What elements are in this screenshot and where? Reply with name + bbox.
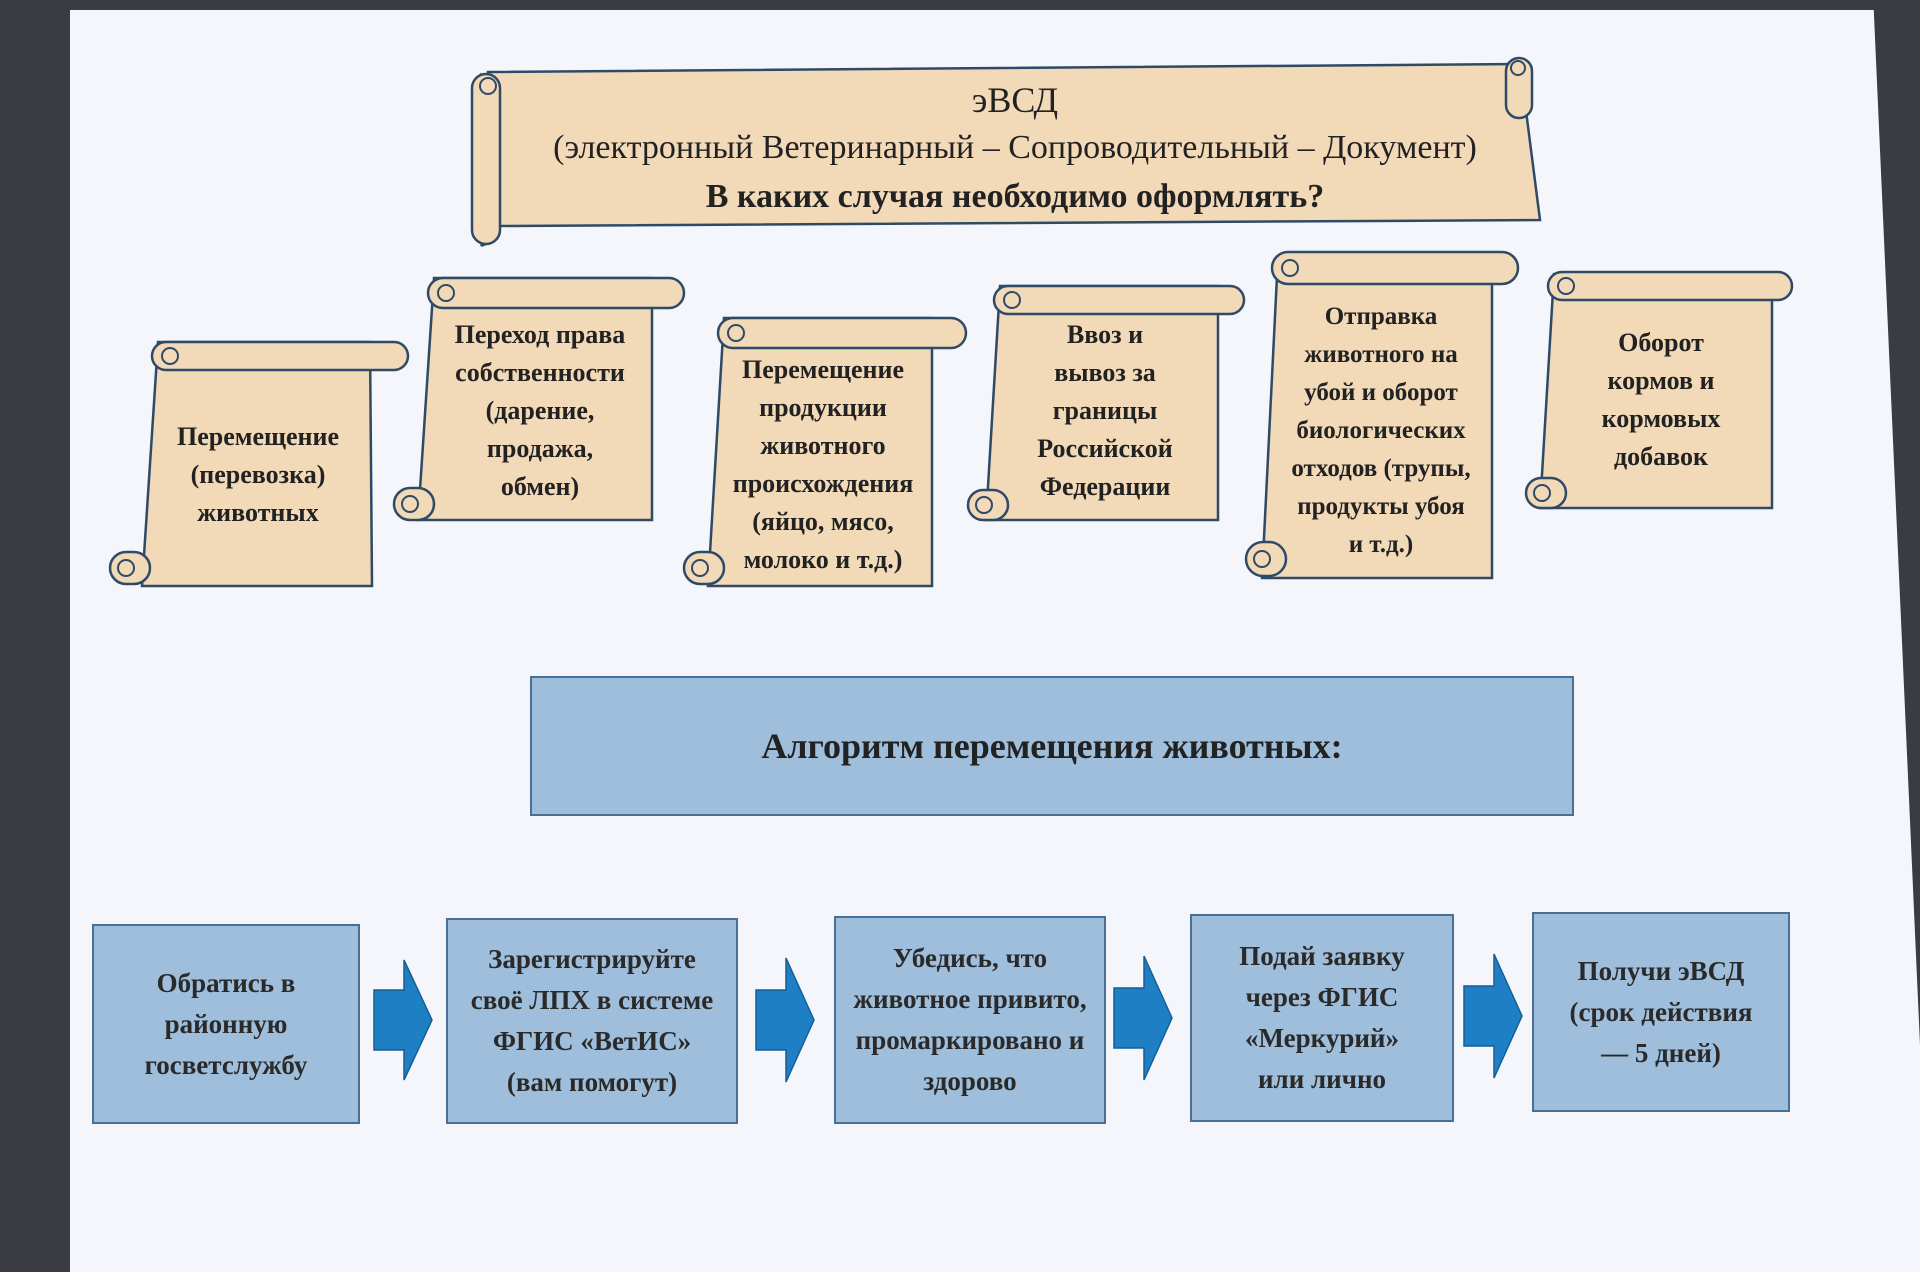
arrow-right-icon [1113, 955, 1173, 1081]
step-1-contact-vet-service: Обратись в районную госветслужбу [92, 924, 360, 1124]
case-card-animal-transport: Перемещение (перевозка) животных [176, 422, 339, 527]
step-2-register-vetis: Зарегистрируйте своё ЛПХ в системе ФГИС … [446, 918, 738, 1124]
arrow-right-icon [373, 959, 433, 1081]
case-card-ownership-transfer: Переход права собственности (дарение, пр… [454, 320, 626, 501]
case-card-feed-circulation: Оборот кормов и кормовых добавок [1601, 328, 1721, 471]
title-abbrev: эВСД [971, 80, 1059, 120]
title-fullname: (электронный Ветеринарный – Сопроводител… [553, 129, 1477, 166]
algorithm-title: Алгоритм перемещения животных: [761, 726, 1343, 766]
title-block: эВСД (электронный Ветеринарный – Сопрово… [500, 76, 1530, 222]
arrow-right-icon [1463, 953, 1523, 1079]
case-card-animal-products: Перемещение продукции животного происхож… [732, 355, 914, 574]
case-card-import-export: Ввоз и вывоз за границы Российской Федер… [1037, 320, 1173, 501]
step-4-submit-application: Подай заявку через ФГИС «Меркурий» или л… [1190, 914, 1454, 1122]
step-5-receive-evsd: Получи эВСД (срок действия — 5 дней) [1532, 912, 1790, 1112]
case-card-slaughter-waste: Отправка животного на убой и оборот биол… [1291, 303, 1471, 558]
title-question: В каких случая необходимо оформлять? [705, 178, 1325, 215]
arrow-right-icon [755, 957, 815, 1083]
step-3-check-animal: Убедись, что животное привито, промаркир… [834, 916, 1106, 1124]
algorithm-title-box: Алгоритм перемещения животных: [530, 676, 1574, 816]
